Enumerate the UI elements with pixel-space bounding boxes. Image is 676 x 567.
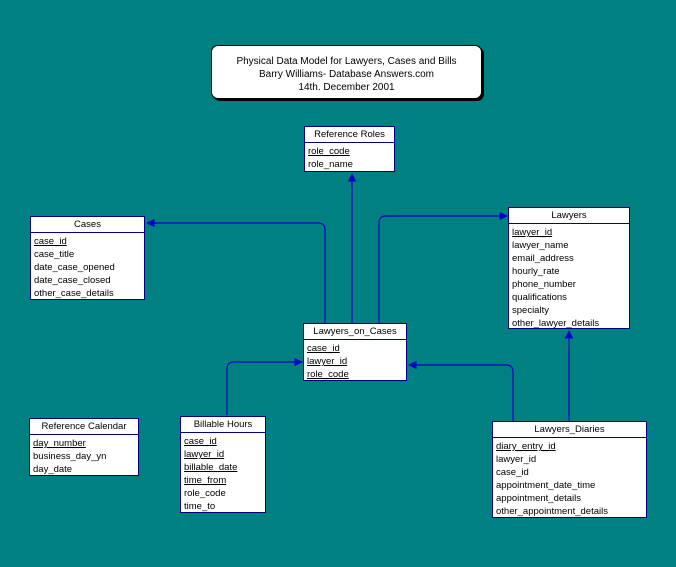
entity-attribute: date_case_opened: [34, 262, 115, 273]
entity-reference-calendar[interactable]: Reference Calendar day_number business_da…: [29, 418, 139, 476]
entity-attribute-pk: role_code: [307, 369, 349, 380]
entity-attribute: appointment_date_time: [496, 480, 596, 491]
entity-attributes: case_id lawyer_id role_code: [304, 340, 406, 381]
entity-header: Billable Hours: [181, 417, 265, 433]
connector-diaries-to-loc: [408, 360, 514, 421]
entity-attribute-pk: lawyer_id: [512, 227, 553, 238]
entity-header: Lawyers_Diaries: [493, 422, 646, 438]
entity-attribute-pk: case_id: [34, 236, 67, 247]
entity-attribute-pk: diary_entry_id: [496, 441, 556, 452]
entity-attribute: other_lawyer_details: [512, 318, 600, 329]
entity-billable-hours[interactable]: Billable Hours case_id lawyer_id billable_…: [180, 416, 266, 513]
entity-attribute-pk: role_code: [308, 146, 350, 157]
entity-attribute: day_date: [33, 464, 73, 475]
entity-header: Lawyers: [509, 208, 629, 224]
entity-attribute-pk: lawyer_id: [184, 449, 225, 460]
entity-attribute-pk: case_id: [184, 436, 217, 447]
entity-attribute: other_case_details: [34, 288, 114, 299]
entity-attribute-pk: case_id: [307, 343, 340, 354]
connector-loc-to-lawyers: [378, 211, 508, 323]
entity-attribute-pk: time_from: [184, 475, 227, 486]
entity-attribute-pk: lawyer_id: [307, 356, 348, 367]
entity-attributes: role_code role_name: [305, 143, 394, 171]
diagram-title-box: Physical Data Model for Lawyers, Cases a…: [211, 45, 482, 99]
entity-attribute: case_title: [34, 249, 75, 260]
title-line-1: Physical Data Model for Lawyers, Cases a…: [236, 56, 457, 67]
entity-lawyers[interactable]: Lawyers lawyer_id lawyer_name email_addres…: [508, 207, 630, 329]
entity-attribute: other_appointment_details: [496, 506, 608, 517]
entity-attribute: appointment_details: [496, 493, 582, 504]
title-line-3: 14th. December 2001: [298, 82, 395, 93]
entity-attribute-pk: billable_date: [184, 462, 238, 473]
entity-attribute: role_name: [308, 159, 353, 170]
entity-attribute: phone_number: [512, 279, 576, 290]
entity-attribute: hourly_rate: [512, 266, 560, 277]
entity-attributes: lawyer_id lawyer_name email_address hourly_…: [509, 224, 629, 330]
connector-billable-hours-to-loc: [226, 357, 303, 415]
entity-attribute-pk: day_number: [33, 438, 86, 449]
entity-attributes: case_id case_title date_case_opened date_ca…: [31, 233, 144, 300]
entity-attribute: specialty: [512, 305, 549, 316]
entity-attribute: role_code: [184, 488, 226, 499]
entity-attribute: business_day_yn: [33, 451, 107, 462]
entity-attribute: time_to: [184, 501, 216, 512]
title-line-2: Barry Williams- Database Answers.com: [258, 69, 435, 80]
entity-attribute: email_address: [512, 253, 574, 264]
entity-header: Cases: [31, 217, 144, 233]
entity-attribute: case_id: [496, 467, 529, 478]
entity-header: Reference Calendar: [30, 419, 138, 435]
entity-attributes: diary_entry_id lawyer_id case_id appointmen…: [493, 438, 646, 518]
entity-attributes: day_number business_day_yn day_date: [30, 435, 138, 476]
entity-attribute: date_case_closed: [34, 275, 111, 286]
entity-header: Reference Roles: [305, 127, 394, 143]
connector-loc-to-cases: [146, 218, 326, 323]
entity-header: Lawyers_on_Cases: [304, 324, 406, 340]
entity-attribute: lawyer_name: [512, 240, 569, 251]
entity-attribute: lawyer_id: [496, 454, 537, 465]
entity-reference-roles[interactable]: Reference Roles role_code role_name: [304, 126, 395, 172]
entity-lawyers-on-cases[interactable]: Lawyers_on_Cases case_id lawyer_id role_co…: [303, 323, 407, 381]
entity-attribute: qualifications: [512, 292, 567, 303]
